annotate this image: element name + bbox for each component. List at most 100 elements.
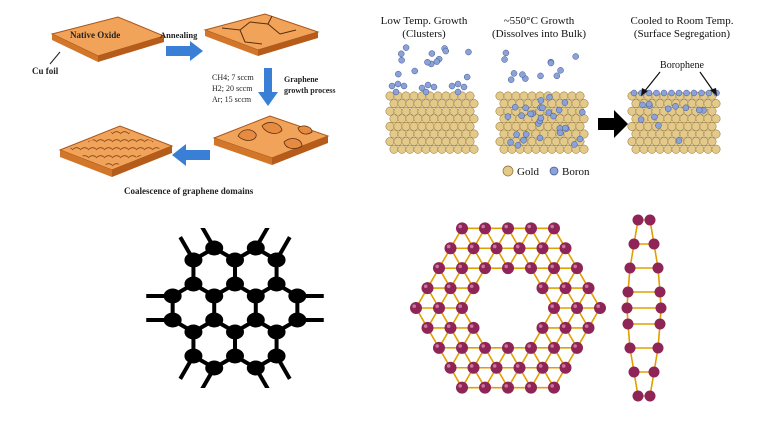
growth-arrow-icon (258, 68, 278, 106)
gold-atom (691, 137, 701, 147)
gold-slab-cooled (627, 91, 721, 154)
cu-foil-label: Cu foil (32, 66, 59, 76)
boron-atom (513, 131, 520, 138)
gold-atom (405, 129, 415, 139)
gold-atom (469, 114, 479, 124)
boron-atom (682, 104, 690, 112)
gold-atom (687, 99, 697, 109)
gold-atom (687, 144, 697, 154)
boron-atom (514, 142, 522, 149)
atom-highlight (504, 344, 508, 348)
boron-atom (398, 56, 405, 64)
boron-atom (456, 381, 468, 394)
atom-highlight (423, 284, 428, 289)
boron-atom (502, 341, 514, 354)
gold-atom (707, 137, 717, 147)
coalescence-label: Coalescence of graphene domains (124, 186, 254, 196)
cu-foil-coalesced (58, 125, 174, 177)
atom-highlight (561, 244, 566, 249)
gold-atom (405, 144, 415, 154)
gold-atom (635, 121, 645, 131)
carbon-atom (184, 348, 203, 364)
gold-atom (393, 106, 403, 116)
gold-atom (397, 144, 407, 154)
boron-atom (525, 262, 537, 275)
gold-atom (397, 129, 407, 139)
atom-highlight (469, 284, 474, 289)
atom-highlight (527, 224, 531, 229)
gold-atom (495, 121, 505, 131)
gold-atom (417, 137, 427, 147)
gold-atom (671, 114, 681, 124)
atom-highlight (550, 224, 554, 229)
gold-atom (559, 137, 569, 147)
boron-atom (675, 137, 683, 144)
carbon-atom (184, 252, 203, 268)
boron-atom (388, 82, 396, 90)
gold-atom (659, 137, 669, 147)
legend-gold-label: Gold (517, 166, 540, 178)
gold-atom (703, 144, 713, 154)
cu-foil-pointer (49, 51, 61, 65)
gold-atom (511, 91, 521, 101)
carbon-atom (267, 348, 286, 364)
graphene-process-line-2: growth process (284, 86, 335, 95)
boron-atom (571, 341, 583, 354)
gold-atom (433, 137, 443, 147)
carbon-atom (205, 288, 224, 304)
gold-atom (527, 121, 537, 131)
boron-atom (527, 110, 534, 118)
gold-atom (639, 144, 649, 154)
boron-atom (548, 262, 560, 275)
gold-atom (691, 121, 701, 131)
boron-atom (454, 80, 462, 88)
boron-atom (655, 122, 662, 129)
boron-atom (594, 302, 606, 314)
gold-atom (703, 114, 713, 124)
gold-atom (405, 99, 415, 109)
gold-atom (707, 121, 717, 131)
gold-atom (579, 99, 589, 109)
boron-atom (422, 88, 430, 96)
borophene-pointer-right (699, 71, 715, 93)
gold-atom (449, 137, 459, 147)
gold-atom (421, 99, 431, 109)
gold-atom (575, 121, 585, 131)
boron-atom (637, 116, 645, 123)
boron-atom (621, 302, 633, 314)
gold-atom (437, 114, 447, 124)
gold-atom (409, 137, 419, 147)
boron-atom (576, 135, 584, 143)
boron-atom (502, 222, 514, 235)
stage-arrow-icon (598, 110, 628, 138)
boron-atom (463, 73, 471, 81)
gold-atom (397, 114, 407, 124)
atom-highlight (538, 324, 543, 328)
gold-atom (631, 99, 641, 109)
boron-atom (424, 81, 432, 89)
boron-atom (479, 381, 491, 394)
gas-line-1: CH4; 7 sccm (212, 73, 255, 82)
atom-highlight (458, 224, 462, 229)
carbon-atom (226, 252, 244, 268)
gold-atom (547, 99, 557, 109)
gold-atom (567, 106, 577, 116)
boron-atom (655, 302, 667, 314)
boron-atom (690, 89, 698, 97)
boron-atom (683, 89, 690, 97)
boron-atom (553, 72, 561, 80)
gold-atom (639, 129, 649, 139)
gold-atom (465, 106, 475, 116)
boron-atom (572, 53, 579, 60)
gold-atom (405, 114, 415, 124)
boron-atom (490, 361, 503, 374)
gold-atom (647, 144, 657, 154)
gold-atom (437, 129, 447, 139)
boron-atom (460, 83, 468, 91)
boron-atom (433, 341, 445, 354)
graphene-honeycomb (130, 228, 340, 388)
boron-atom (392, 88, 400, 96)
gold-atom (449, 106, 459, 116)
carbon-atom (184, 276, 203, 292)
boron-atom (536, 242, 549, 255)
